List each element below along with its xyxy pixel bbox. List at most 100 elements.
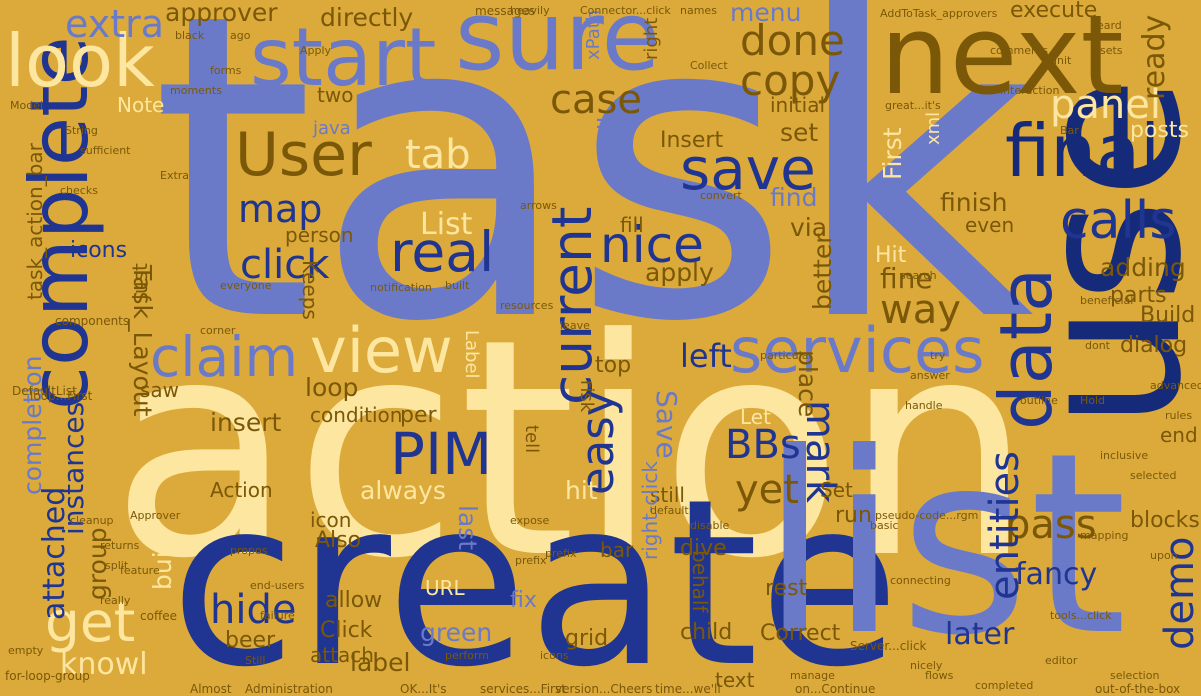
word-cloud-word: risk [576, 380, 597, 413]
word-cloud-word: First [878, 127, 907, 180]
word-cloud-word: Click [320, 618, 373, 643]
word-cloud-word: saw [140, 378, 180, 402]
word-cloud-word: menu [730, 0, 802, 27]
word-cloud-word: insert [210, 408, 282, 437]
word-cloud-word: OK...It's [400, 682, 447, 696]
word-cloud-word: approver [165, 0, 278, 27]
word-cloud-word: set [780, 118, 819, 147]
word-cloud-word: text [715, 668, 755, 692]
word-cloud-word: prefix [545, 547, 577, 560]
word-cloud-word: failure [260, 609, 295, 622]
word-cloud-word: top [595, 353, 632, 378]
word-cloud-word: connecting [890, 574, 951, 587]
word-cloud-word: Approver [130, 509, 181, 522]
word-cloud-word: xPath [583, 9, 604, 60]
word-cloud-word: Administration [245, 682, 333, 696]
word-cloud-word: cleanup [70, 514, 114, 527]
word-cloud-word: AddToTask_approvers [880, 7, 998, 20]
word-cloud-word: end [1160, 423, 1198, 447]
word-cloud-word: ago [230, 29, 251, 42]
word-cloud-word: real [390, 220, 495, 284]
word-cloud-word: URL [425, 576, 465, 600]
word-cloud-word: moments [170, 84, 222, 97]
word-cloud-word: next [880, 0, 1124, 119]
word-cloud-word: extra [65, 2, 165, 46]
word-cloud-word: arrows [520, 199, 557, 212]
word-cloud-word: inclusive [1100, 449, 1149, 462]
word-cloud-word: person [285, 223, 354, 247]
word-cloud-word: better [808, 233, 837, 310]
word-cloud-word: blocks [1130, 508, 1200, 533]
word-cloud-word: convert [700, 189, 742, 202]
word-cloud-word: final [1005, 109, 1161, 193]
word-cloud-word: Also [315, 528, 362, 553]
word-cloud-word: outline [1020, 394, 1058, 407]
word-cloud-word: PIM [390, 420, 493, 488]
word-cloud-word: copy [740, 56, 841, 105]
word-cloud-word: calls [1060, 191, 1177, 251]
word-cloud-word: ready [1137, 14, 1172, 100]
word-cloud-word: panel [1050, 82, 1161, 128]
word-cloud-word: fill [620, 213, 644, 237]
word-cloud-word: version...Cheers [555, 682, 653, 696]
word-cloud-word: split [105, 559, 129, 572]
word-cloud-word: pass [1005, 502, 1097, 548]
word-cloud-word: execute [1010, 0, 1098, 23]
word-cloud-word: components [55, 314, 130, 328]
word-cloud-word: Apply [300, 44, 332, 57]
word-cloud-word: even [965, 213, 1015, 237]
word-cloud-word: left [680, 337, 732, 375]
word-cloud-word: everyone [220, 279, 272, 292]
word-cloud-word: grid [565, 626, 609, 651]
word-cloud-word: last [453, 505, 482, 551]
word-cloud-word: time...we'll [655, 682, 721, 696]
word-cloud-word: knowl [60, 647, 148, 682]
word-cloud-word: Collect [690, 59, 728, 72]
word-cloud-word: DefaultList [12, 384, 77, 398]
word-cloud-word: initial [770, 93, 825, 117]
word-cloud-word: Hit [875, 243, 907, 268]
word-cloud-word: beer [225, 628, 276, 653]
word-cloud-word: green [420, 618, 493, 647]
word-cloud-word: yet [735, 467, 799, 513]
word-cloud-word: editor [1045, 654, 1078, 667]
word-cloud-word: heard [1090, 19, 1122, 32]
word-cloud-word: parts [1110, 283, 1167, 308]
word-cloud-word: try [930, 349, 946, 362]
word-cloud-word: create [170, 451, 901, 696]
word-cloud-word: basic [870, 519, 899, 532]
word-cloud-word: checks [60, 184, 98, 197]
word-cloud-word: end-users [250, 579, 305, 592]
word-cloud-word: sets [1100, 44, 1123, 57]
word-cloud-word: Almost [190, 682, 232, 696]
word-cloud-word: build [148, 528, 177, 590]
word-cloud-word: loop [305, 373, 359, 402]
word-cloud-word: prefix [515, 554, 547, 567]
word-cloud-word: sure [455, 0, 661, 92]
word-cloud-word: label [350, 648, 411, 677]
word-cloud-word: selected [1130, 469, 1177, 482]
word-cloud-word: task [150, 0, 1035, 414]
word-cloud-word: handle [905, 399, 943, 412]
word-cloud-word: beneficial [1080, 294, 1134, 307]
word-cloud-word: dont [1085, 339, 1110, 352]
word-cloud-word: icons [70, 238, 128, 263]
word-cloud-word: bar [600, 538, 634, 562]
word-cloud-word: on...Continue [795, 682, 876, 696]
word-cloud-word: icons [540, 649, 569, 662]
word-cloud-word: particular [760, 349, 813, 362]
word-cloud-word: click [240, 242, 330, 288]
word-cloud-word: Bar [1060, 124, 1079, 137]
word-cloud-word: forms [210, 64, 242, 77]
word-cloud-word: find [770, 183, 818, 212]
word-cloud-word: two [317, 83, 354, 107]
word-cloud-word: Just [128, 263, 152, 300]
word-cloud-word: flows [925, 669, 954, 682]
word-cloud-word: Note [117, 93, 165, 117]
word-cloud-word: tab [405, 132, 471, 178]
word-cloud-word: names [680, 4, 717, 17]
word-cloud-word: perform [445, 649, 489, 662]
word-cloud-word: get [45, 590, 136, 654]
word-cloud-word: Correct [760, 621, 841, 646]
